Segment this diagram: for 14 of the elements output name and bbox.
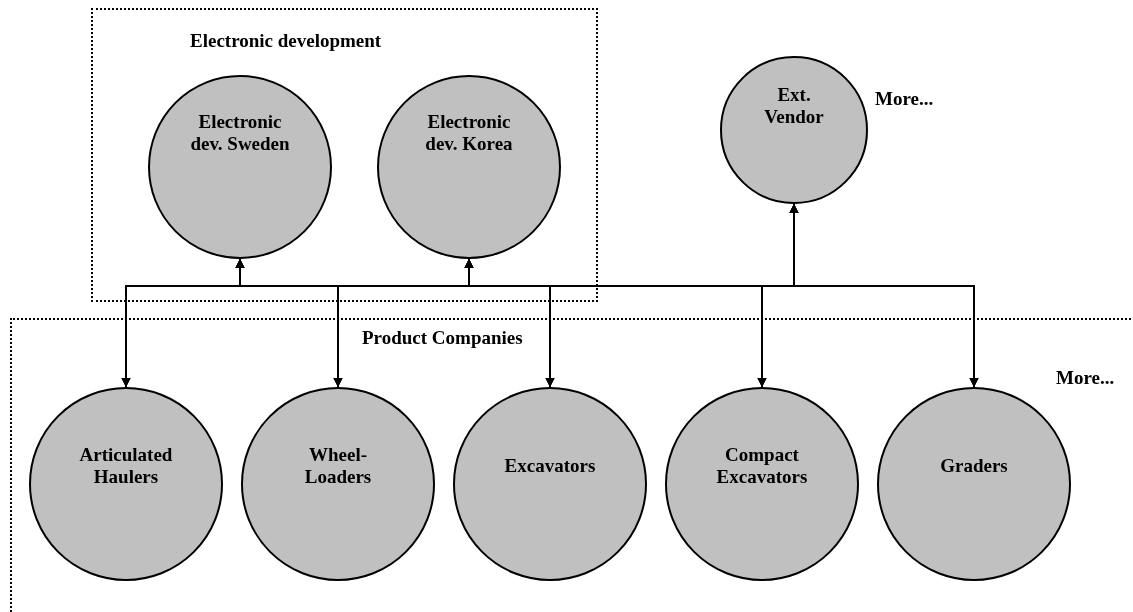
group-frame <box>10 318 1133 612</box>
node-label: Graders <box>939 455 1009 477</box>
more-note: More... <box>1056 367 1115 389</box>
node-label: Electronic dev. Korea <box>424 111 514 155</box>
more-note: More... <box>875 88 934 110</box>
node-label: Ext. Vendor <box>763 84 825 128</box>
node-label: Excavators <box>503 455 597 477</box>
group-frame <box>91 8 598 302</box>
group-title: Electronic development <box>190 30 382 52</box>
node-label: Articulated Haulers <box>78 444 174 488</box>
node-label: Compact Excavators <box>715 444 809 488</box>
node-label: Wheel-Loaders <box>303 444 373 488</box>
node-label: Electronic dev. Sweden <box>190 111 290 155</box>
group-title: Product Companies <box>362 327 523 349</box>
